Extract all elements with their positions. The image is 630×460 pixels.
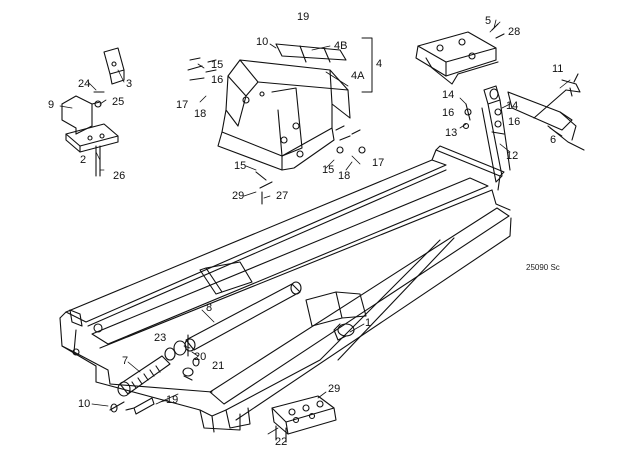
callout-4: 4 [376, 58, 383, 70]
callout-24: 24 [78, 78, 91, 90]
callout-23: 23 [154, 332, 167, 344]
right-arm [507, 73, 585, 151]
callout-16-right: 16 [442, 107, 455, 119]
callout-29-mid: 29 [232, 190, 245, 202]
callout-17-left: 17 [176, 99, 189, 111]
callout-13: 13 [445, 127, 458, 139]
callout-15-top: 15 [211, 59, 224, 71]
callout-16-left: 16 [211, 74, 224, 86]
callout-11: 11 [552, 63, 564, 75]
upper-center-bracket [187, 43, 366, 205]
callout-18-right: 18 [338, 170, 351, 182]
main-frame [59, 145, 512, 433]
callout-15-mid: 15 [234, 160, 247, 172]
callout-4a: 4A [351, 70, 365, 82]
callout-15-right: 15 [322, 164, 335, 176]
callout-12: 12 [506, 150, 519, 162]
callout-1: 1 [365, 317, 372, 329]
callout-3: 3 [126, 78, 133, 90]
leader-lines [59, 19, 571, 435]
callout-28: 28 [508, 26, 521, 38]
callout-21: 21 [212, 360, 225, 372]
callout-2: 2 [80, 154, 87, 166]
callout-14-left: 14 [442, 89, 455, 101]
callout-6: 6 [550, 134, 557, 146]
callout-19-top: 19 [297, 11, 310, 23]
left-hitch-parts [61, 47, 125, 177]
top-right-bracket [415, 23, 505, 85]
callout-29-bottom: 29 [328, 383, 341, 395]
drawing-reference-code: 25090 Sc [526, 263, 560, 272]
callout-26: 26 [113, 170, 126, 182]
callout-7: 7 [122, 355, 129, 367]
callout-5: 5 [485, 15, 492, 27]
callout-19-bottom: 19 [166, 394, 179, 406]
group-bracket-4 [361, 37, 373, 93]
callout-8: 8 [206, 302, 213, 314]
callout-22: 22 [275, 436, 288, 448]
callout-27: 27 [276, 190, 289, 202]
spring-assembly [117, 340, 187, 397]
callout-14-right: 14 [506, 100, 519, 112]
drawbar-link [481, 85, 511, 183]
callout-10-bottom: 10 [78, 398, 91, 410]
bolt-and-pin [109, 357, 200, 415]
callout-25: 25 [112, 96, 125, 108]
callout-17-right: 17 [372, 157, 385, 169]
bottom-bracket [271, 395, 337, 443]
callout-9: 9 [48, 99, 55, 111]
callout-20: 20 [194, 351, 207, 363]
callout-10-top: 10 [256, 36, 269, 48]
callout-4b: 4B [334, 40, 348, 52]
callout-18-left: 18 [194, 108, 207, 120]
callout-16-lower: 16 [508, 116, 521, 128]
